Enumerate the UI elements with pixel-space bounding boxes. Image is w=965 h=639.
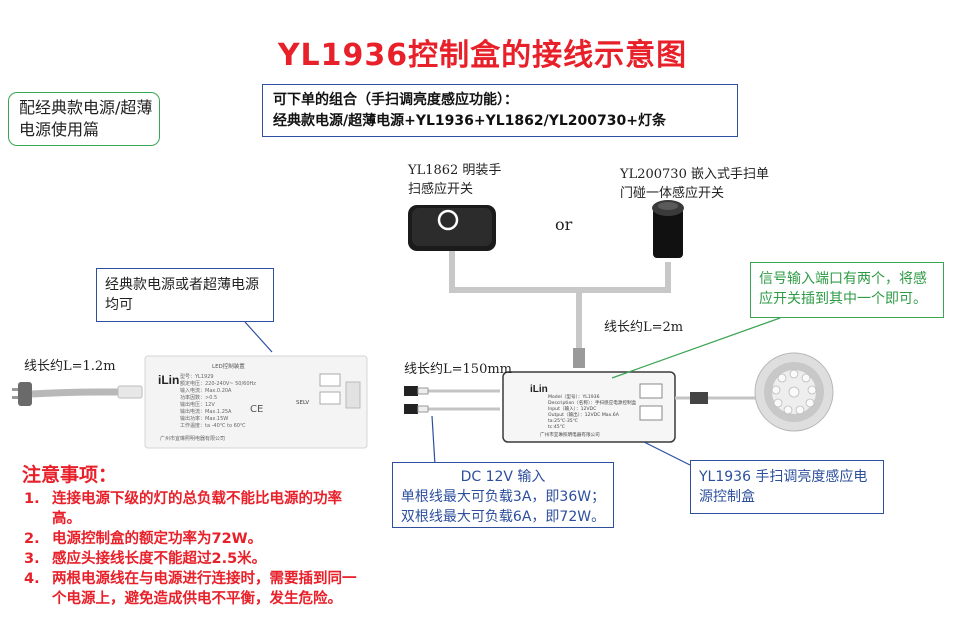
light-cable-image: [675, 392, 760, 404]
note-text: 连接电源下级的灯的总负载不能比电源的功率高。: [52, 491, 342, 527]
note-item: 4. 两根电源线在与电源进行连接时，需要插到同一个电源上，避免造成供电不平衡，发生…: [22, 569, 362, 609]
note-item: 2. 电源控制盒的额定功率为72W。: [22, 529, 362, 549]
combo-line-1: 可下单的组合（手扫调亮度感应功能）：: [273, 92, 518, 108]
ctrl-maker: 广州市宜琳照明电器有限公司: [540, 431, 600, 438]
signal-callout-pointer: [611, 317, 781, 379]
dc-output-line-1: DC 12V 输入: [460, 469, 546, 485]
note-number: 2.: [24, 531, 40, 547]
power-supply-image: iLin LED控制装置 型号：YL1929 额定电压：220-240V~ 50…: [144, 355, 368, 449]
ctrl-row: Input（输入）：12VDC: [548, 405, 596, 412]
ctrl-row: ta:25℃-35℃: [548, 418, 578, 424]
ctrl-row: Model（型号）：YL1936: [548, 393, 600, 400]
yl200730-sensor-image: [652, 200, 684, 258]
output-leads-image: [404, 386, 500, 414]
ctrl-row: Description（名称）：手扫感应电源控制盒: [548, 399, 637, 406]
dc-output-line-2: 单根线最大可负载3A，即36W；: [400, 489, 606, 505]
note-item: 1. 连接电源下级的灯的总负载不能比电源的功率高。: [22, 489, 362, 529]
usage-note-box: 配经典款电源/超薄电源使用篇: [8, 92, 160, 146]
page-title: YL1936控制盒的接线示意图: [277, 38, 688, 73]
note-number: 3.: [24, 551, 40, 567]
note-number: 4.: [24, 571, 40, 587]
note-item: 3. 感应头接线长度不能超过2.5米。: [22, 549, 362, 569]
note-text: 感应头接线长度不能超过2.5米。: [52, 551, 267, 567]
ctrl-row: Output（输出）：12VDC Max.6A: [548, 411, 620, 418]
note-number: 1.: [24, 491, 40, 507]
psu-callout-pointer: [244, 321, 273, 353]
psu-brand: iLin: [158, 373, 179, 387]
label-or: or: [555, 215, 573, 234]
psu-row: 输入电流：Max.0.20A: [180, 387, 232, 394]
ctrl-row: tc:45℃: [548, 424, 565, 430]
combo-line-2: 经典款电源/超薄电源+YL1936+YL1862/YL200730+灯条: [273, 113, 666, 129]
psu-row: 工作温度：ta -40℃ to 60℃: [180, 422, 246, 429]
psu-row: 输出功率：Max.15W: [180, 415, 228, 422]
label-cable-150mm: 线长约L=150mm: [404, 362, 512, 377]
sensor-plug: [573, 348, 585, 368]
note-text: 电源控制盒的额定功率为72W。: [52, 531, 263, 547]
psu-maker: 广州市宜琳照明电器有限公司: [160, 435, 225, 442]
round-led-light-image: [754, 352, 834, 432]
controller-image: iLin Model（型号）：YL1936 Description（名称）：手扫…: [502, 371, 676, 443]
yl1862-sensor-image: [408, 205, 496, 251]
psu-row: 输出电压：12V: [180, 401, 215, 408]
callout-signal-port: 信号输入端口有两个，将感应开关插到其中一个即可。: [750, 262, 944, 318]
notes-list: 1. 连接电源下级的灯的总负载不能比电源的功率高。 2. 电源控制盒的额定功率为72…: [22, 489, 362, 609]
label-yl200730: YL200730 嵌入式手扫单门碰一体感应开关: [620, 167, 769, 201]
label-yl1862: YL1862 明装手扫感应开关: [408, 163, 502, 197]
combo-box: 可下单的组合（手扫调亮度感应功能）： 经典款电源/超薄电源+YL1936+YL1…: [262, 84, 738, 137]
psu-row: 功率因数：>0.5: [180, 394, 217, 401]
ce-mark: CE: [250, 404, 263, 415]
psu-row: 输出电流：Max.1.25A: [180, 408, 232, 415]
sensor-cable: [449, 250, 671, 293]
callout-controller: YL1936 手扫调亮度感应电源控制盒: [690, 460, 884, 514]
psu-selv: SELV: [296, 400, 309, 406]
dc-output-line-3: 双根线最大可负载6A，即72W。: [400, 509, 606, 525]
dc-callout-pointer: [431, 415, 436, 466]
callout-power-supply: 经典款电源或者超薄电源均可: [96, 268, 274, 322]
label-cable-2m: 线长约L=2m: [604, 320, 684, 335]
psu-row: 型号：YL1929: [180, 373, 214, 380]
notes-heading: 注意事项：: [22, 464, 118, 486]
ctrl-brand: iLin: [530, 384, 548, 395]
label-cable-1-2m: 线长约L=1.2m: [24, 359, 116, 374]
callout-dc-output: DC 12V 输入 单根线最大可负载3A，即36W； 双根线最大可负载6A，即7…: [392, 462, 614, 528]
controller-callout-pointer: [643, 441, 691, 466]
psu-row: 额定电压：220-240V~ 50/60Hz: [180, 380, 256, 387]
mains-plug-image: [12, 382, 143, 406]
psu-name: LED控制装置: [212, 362, 245, 370]
note-text: 两根电源线在与电源进行连接时，需要插到同一个电源上，避免造成供电不平衡，发生危险…: [52, 571, 357, 607]
